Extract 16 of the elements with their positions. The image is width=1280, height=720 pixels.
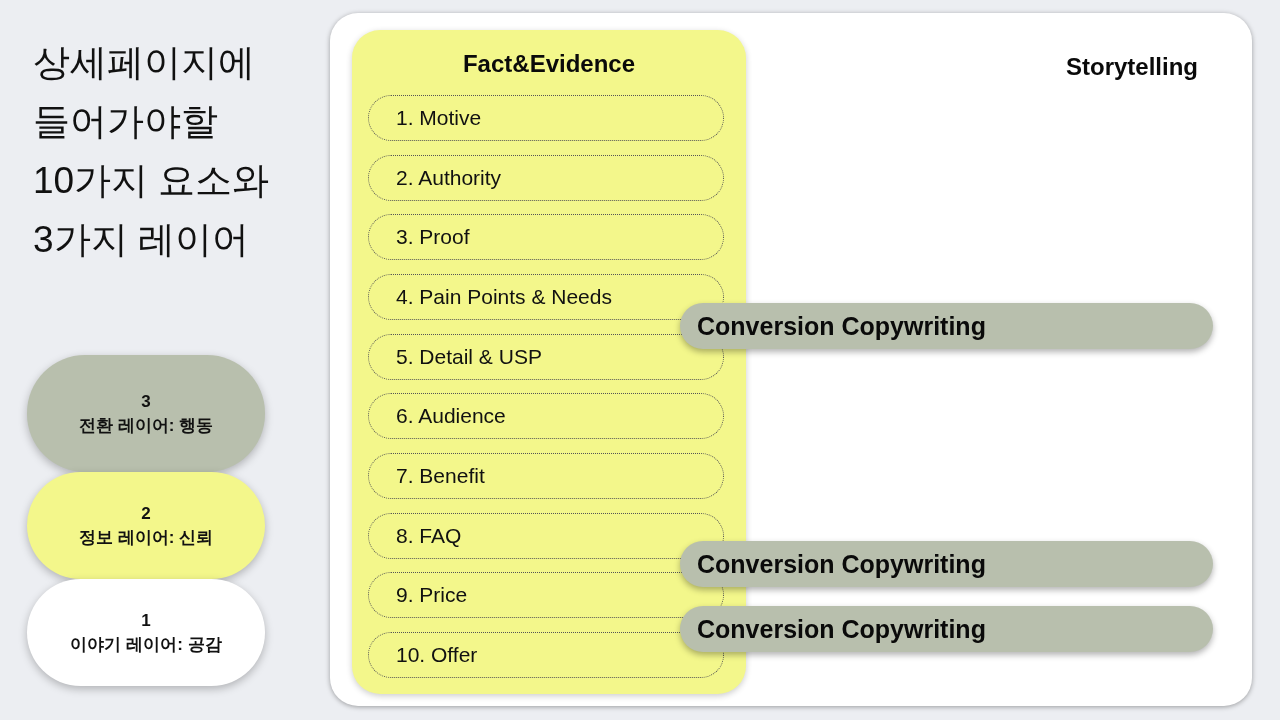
layer-label: 이야기 레이어: 공감 <box>70 633 222 656</box>
column-heading: Fact&Evidence <box>462 50 636 78</box>
copywriting-banner: Conversion Copywriting <box>680 606 1213 652</box>
layer-number: 2 <box>141 502 151 525</box>
content-panel <box>330 13 1252 706</box>
layer-number: 1 <box>141 609 151 632</box>
layer-pill <box>27 472 265 579</box>
layer-pill <box>27 355 265 472</box>
layer-label: 전환 레이어: 행동 <box>78 414 214 437</box>
copywriting-banner: Conversion Copywriting <box>680 303 1213 349</box>
layer-number: 3 <box>141 390 151 413</box>
copywriting-banner: Conversion Copywriting <box>680 541 1213 587</box>
layer-label: 정보 레이어: 신뢰 <box>78 526 214 549</box>
slide-title: 상세페이지에 들어가야할 10가지 요소와 3가지 레이어 <box>33 41 271 262</box>
panel-heading: Storytelling <box>1066 53 1198 81</box>
layer-pill <box>27 579 265 686</box>
